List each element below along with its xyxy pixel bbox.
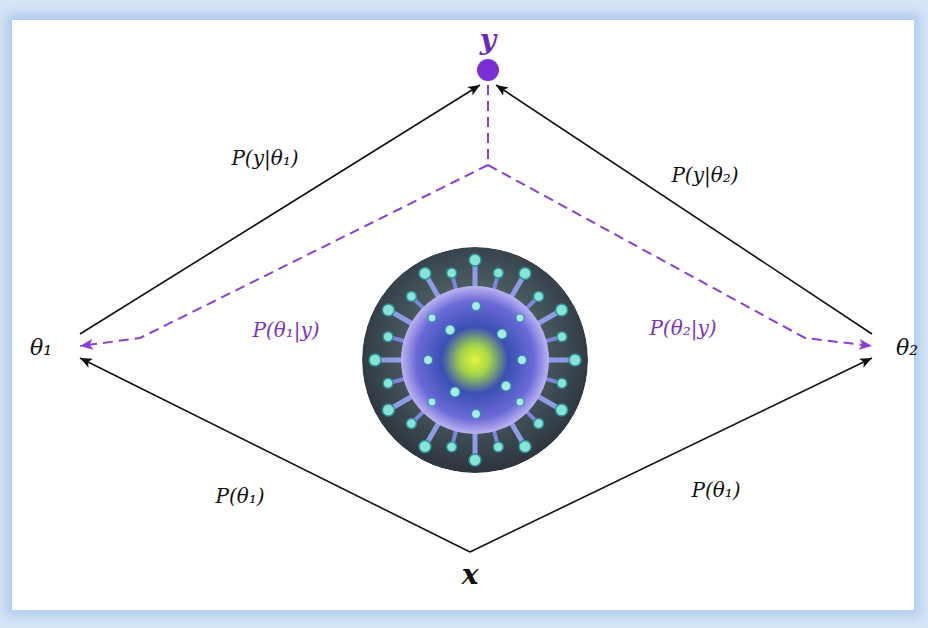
edge-label: P(θ₁) — [215, 484, 264, 508]
edge-label: P(y|θ₁) — [231, 146, 298, 170]
solid-arrow — [470, 358, 872, 552]
parameter-node: θ₁ — [26, 322, 80, 372]
node-label: x — [462, 559, 479, 590]
virus-body — [401, 286, 549, 434]
input-node: x — [450, 552, 490, 596]
solid-arrow — [496, 85, 872, 334]
virus-spikes-short — [388, 273, 562, 447]
output-dot — [477, 59, 499, 81]
edge-label: P(y|θ₂) — [671, 163, 738, 187]
edge-label: P(θ₂|y) — [649, 316, 716, 340]
virus-background — [362, 247, 588, 473]
solid-arrow — [80, 85, 480, 334]
parameter-node: θ₂ — [872, 322, 922, 372]
virus-spikes — [375, 260, 575, 460]
virus-front-spikes — [424, 302, 527, 419]
output-node: y — [463, 22, 513, 85]
node-label: θ₁ — [30, 335, 52, 360]
edge-label: P(θ₁|y) — [252, 318, 319, 342]
virus-spike-tips — [369, 254, 581, 466]
solid-arrow — [80, 358, 470, 552]
dashed-arrow — [80, 85, 488, 346]
dashed-arrow — [488, 85, 872, 346]
node-label: y — [480, 24, 496, 55]
virus-disc — [362, 247, 588, 473]
node-label: θ₂ — [896, 335, 918, 360]
edge-label: P(θ₁) — [691, 478, 740, 502]
